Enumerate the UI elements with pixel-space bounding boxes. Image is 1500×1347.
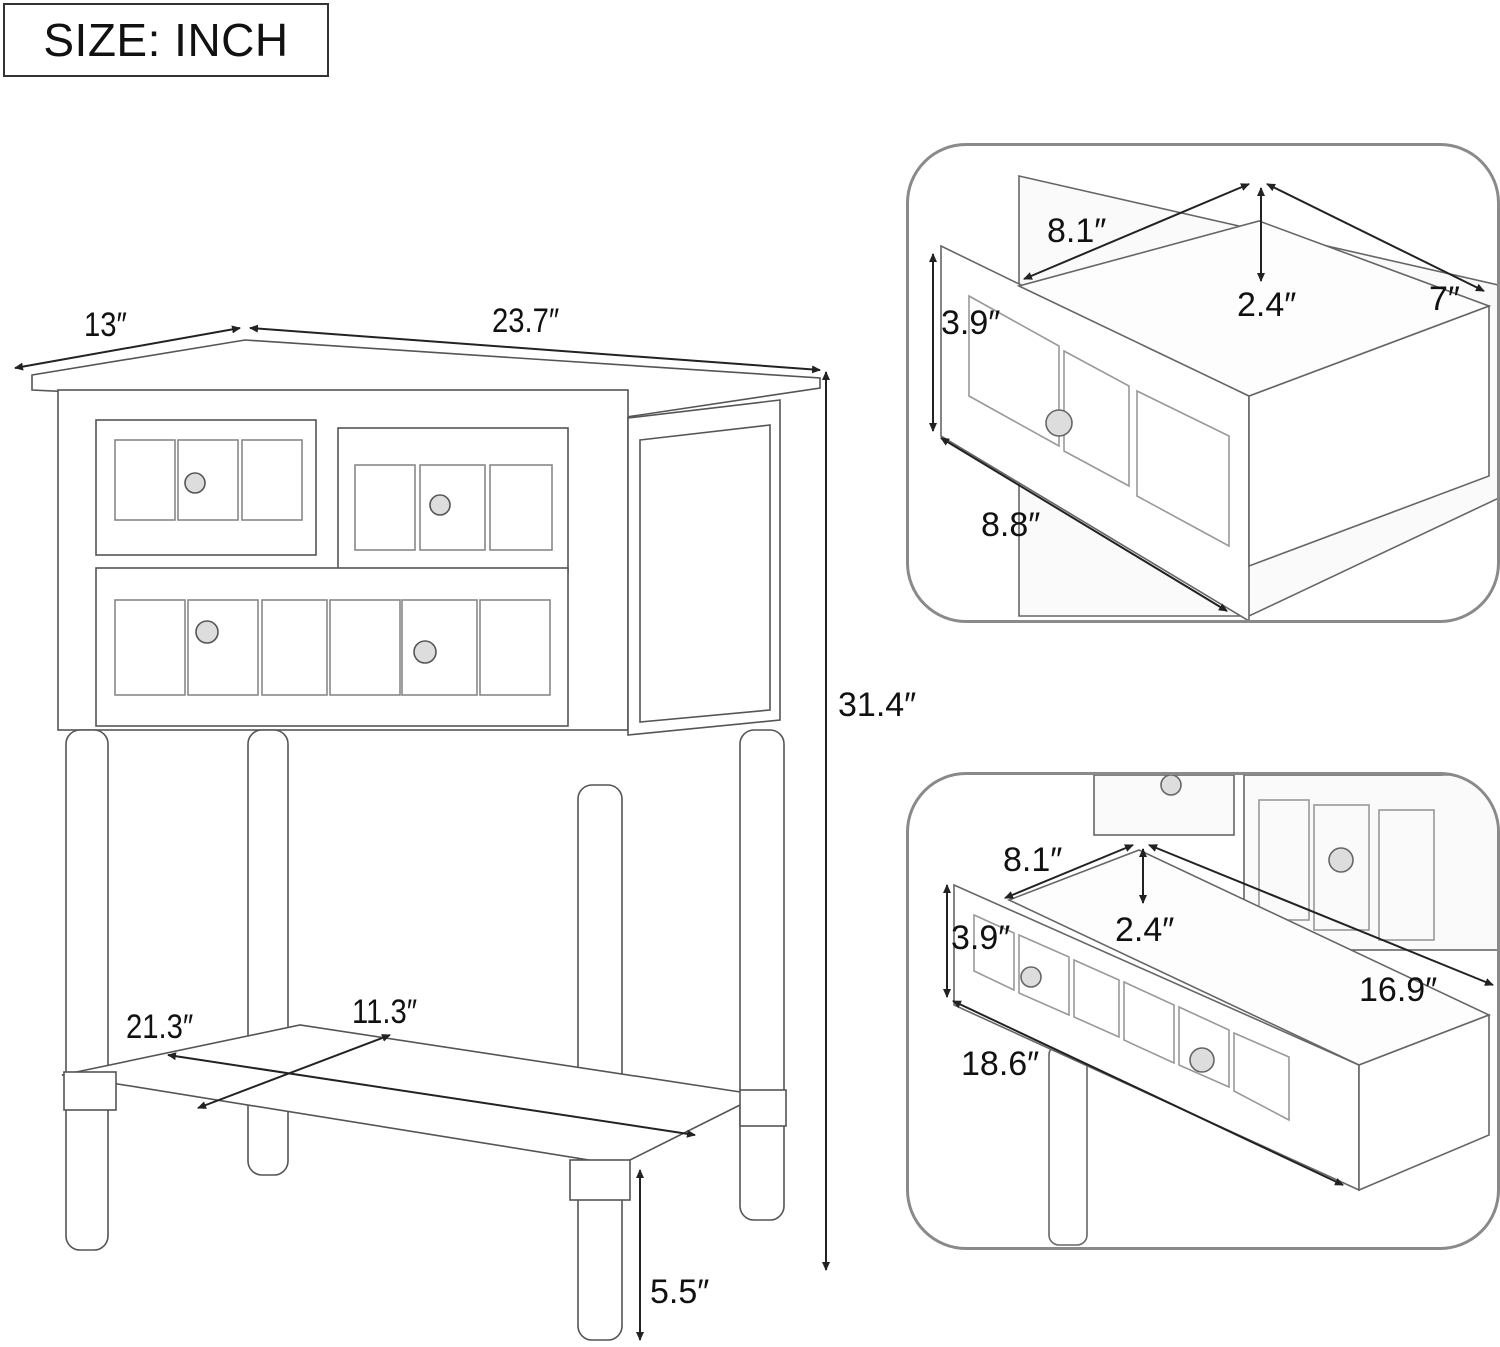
dim-small-front-width: 8.8″	[981, 506, 1041, 544]
inset-small-drawer: 8.1″ 2.4″ 7″ 3.9″ 8.8″	[906, 143, 1500, 623]
dim-shelf-depth: 11.3″	[352, 993, 418, 1031]
unit-label-box: SIZE: INCH	[3, 3, 329, 77]
dim-width: 23.7″	[492, 302, 560, 340]
dim-large-inner-height: 2.4″	[1115, 911, 1175, 949]
dim-depth: 13″	[84, 306, 127, 344]
dim-small-inner-height: 2.4″	[1237, 286, 1297, 324]
inset-large-drawer: 8.1″ 2.4″ 16.9″ 3.9″ 18.6″	[906, 772, 1500, 1250]
unit-label: SIZE: INCH	[43, 14, 289, 66]
dim-small-inner-width: 8.1″	[1047, 212, 1107, 250]
dim-large-inner-depth: 8.1″	[1003, 841, 1063, 879]
dim-small-inner-depth: 7″	[1429, 280, 1460, 318]
dim-height: 31.4″	[838, 686, 917, 724]
dim-large-inner-width: 16.9″	[1359, 971, 1438, 1009]
dim-shelf-clearance: 5.5″	[650, 1273, 710, 1311]
dim-small-front-height: 3.9″	[941, 304, 1001, 342]
dim-large-front-height: 3.9″	[951, 919, 1011, 957]
dim-shelf-width: 21.3″	[126, 1008, 194, 1046]
dim-large-front-width: 18.6″	[961, 1045, 1040, 1083]
